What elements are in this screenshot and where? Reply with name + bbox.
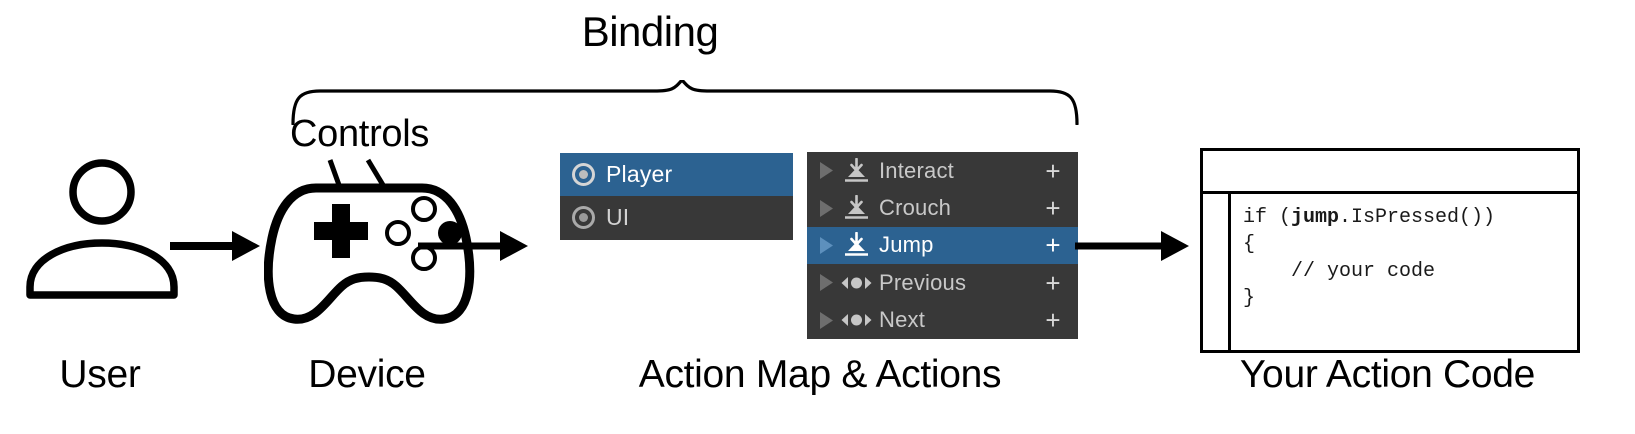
- action-label: Previous: [879, 269, 967, 295]
- caption-device: Device: [308, 353, 426, 396]
- action-map-label: Player: [606, 161, 673, 187]
- action-row-crouch[interactable]: Crouch +: [807, 189, 1078, 226]
- add-binding-button[interactable]: +: [1045, 155, 1061, 186]
- action-map-row-ui[interactable]: UI: [560, 196, 793, 239]
- add-binding-button[interactable]: +: [1045, 193, 1061, 224]
- controls-label: Controls: [290, 113, 430, 155]
- caption-action-map: Action Map & Actions: [638, 353, 1002, 396]
- action-label: Interact: [879, 157, 954, 183]
- foldout-arrow-icon[interactable]: [813, 161, 839, 180]
- code-editor-window[interactable]: if (jump.IsPressed()) { // your code }: [1200, 148, 1580, 353]
- add-binding-button[interactable]: +: [1045, 305, 1061, 336]
- caption-your-action-code: Your Action Code: [1239, 353, 1536, 396]
- foldout-arrow-icon[interactable]: [813, 311, 839, 330]
- binding-title-text: Binding: [581, 8, 719, 55]
- foldout-arrow-icon[interactable]: [813, 199, 839, 218]
- action-map-label: UI: [606, 204, 630, 230]
- add-binding-button[interactable]: +: [1045, 267, 1061, 298]
- action-map-icon: [572, 206, 595, 229]
- button-action-icon: [839, 232, 873, 258]
- actions-panel[interactable]: Interact + Crouch +: [807, 152, 1078, 339]
- foldout-arrow-icon[interactable]: [813, 236, 839, 255]
- code-gutter: [1203, 194, 1231, 353]
- button-action-icon: [839, 157, 873, 184]
- foldout-arrow-icon[interactable]: [813, 273, 839, 292]
- binding-brace-icon: [291, 80, 1079, 125]
- action-label: Jump: [879, 232, 934, 258]
- person-icon: [26, 159, 178, 299]
- action-maps-panel[interactable]: Player UI: [560, 153, 793, 240]
- code-text[interactable]: if (jump.IsPressed()) { // your code }: [1243, 206, 1496, 310]
- action-map-row-player[interactable]: Player: [560, 153, 793, 196]
- axis-action-icon: [839, 312, 873, 328]
- action-map-icon: [572, 163, 595, 186]
- binding-title: Binding: [0, 8, 1635, 56]
- add-binding-button[interactable]: +: [1045, 230, 1061, 261]
- code-window-titlebar: [1203, 151, 1577, 194]
- action-row-interact[interactable]: Interact +: [807, 152, 1078, 189]
- caption-user: User: [59, 353, 141, 396]
- action-label: Crouch: [879, 195, 952, 221]
- arrow-user-to-device-icon: [170, 231, 260, 261]
- action-row-jump[interactable]: Jump +: [807, 226, 1078, 265]
- action-row-previous[interactable]: Previous +: [807, 264, 1078, 301]
- action-row-next[interactable]: Next +: [807, 302, 1078, 339]
- button-action-icon: [839, 195, 873, 221]
- arrow-device-to-actions-icon: [418, 231, 528, 261]
- code-window-body: if (jump.IsPressed()) { // your code }: [1203, 194, 1577, 353]
- axis-action-icon: [839, 275, 873, 291]
- action-label: Next: [879, 307, 926, 333]
- arrow-actions-to-code-icon: [1075, 231, 1189, 261]
